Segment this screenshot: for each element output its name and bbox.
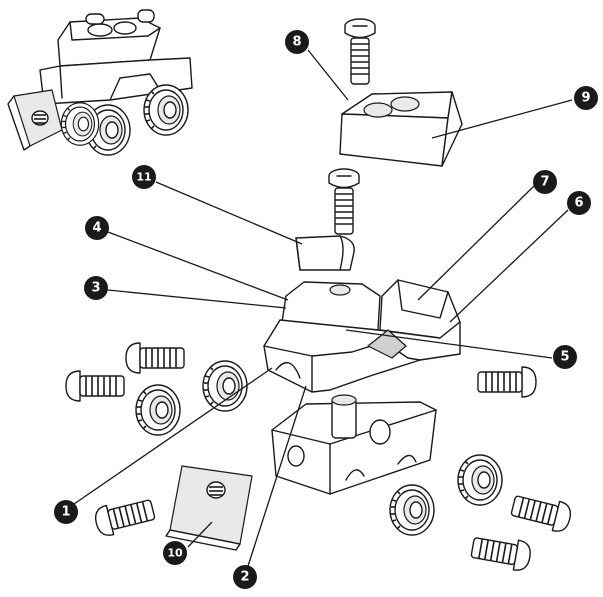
svg-text:1: 1 [61,505,70,520]
front-scoop [165,465,253,551]
callout-7: 7 [533,170,557,194]
callout-5: 5 [553,345,577,369]
wheel-left-front [135,384,181,436]
svg-text:11: 11 [136,171,151,184]
screw-bottom-left [91,494,158,539]
screw-left-upper [125,342,185,374]
callout-8: 8 [285,30,309,54]
callout-6: 6 [567,191,591,215]
svg-text:10: 10 [167,547,183,560]
wheel-right-front [389,484,435,536]
callout-4: 4 [85,216,109,240]
screw-bottom-right-1 [508,490,575,535]
svg-text:4: 4 [92,221,101,236]
screw-bottom-right-2 [469,531,534,574]
screw-left-lower [65,370,125,402]
svg-text:2: 2 [240,570,249,585]
svg-text:9: 9 [581,91,590,106]
svg-text:8: 8 [292,35,301,50]
svg-text:5: 5 [560,350,569,365]
truck-body [263,279,461,393]
screw-right [477,366,537,398]
wheel-right-rear [457,454,503,506]
screw-top [344,18,376,85]
leader-lines [73,49,573,567]
callout-10: 10 [163,541,187,565]
callout-1: 1 [54,500,78,524]
wheel-left-rear [202,360,248,412]
callout-2: 2 [233,565,257,589]
callout-9: 9 [574,86,598,110]
chassis [271,394,437,495]
svg-text:6: 6 [574,196,583,211]
screw-middle [328,168,360,235]
callout-11: 11 [132,165,156,189]
assembled-toy-truck [7,9,193,156]
callout-3: 3 [84,276,108,300]
cab-block [339,91,463,167]
seat-piece [295,235,355,271]
svg-text:7: 7 [540,175,549,190]
svg-text:3: 3 [91,281,100,296]
